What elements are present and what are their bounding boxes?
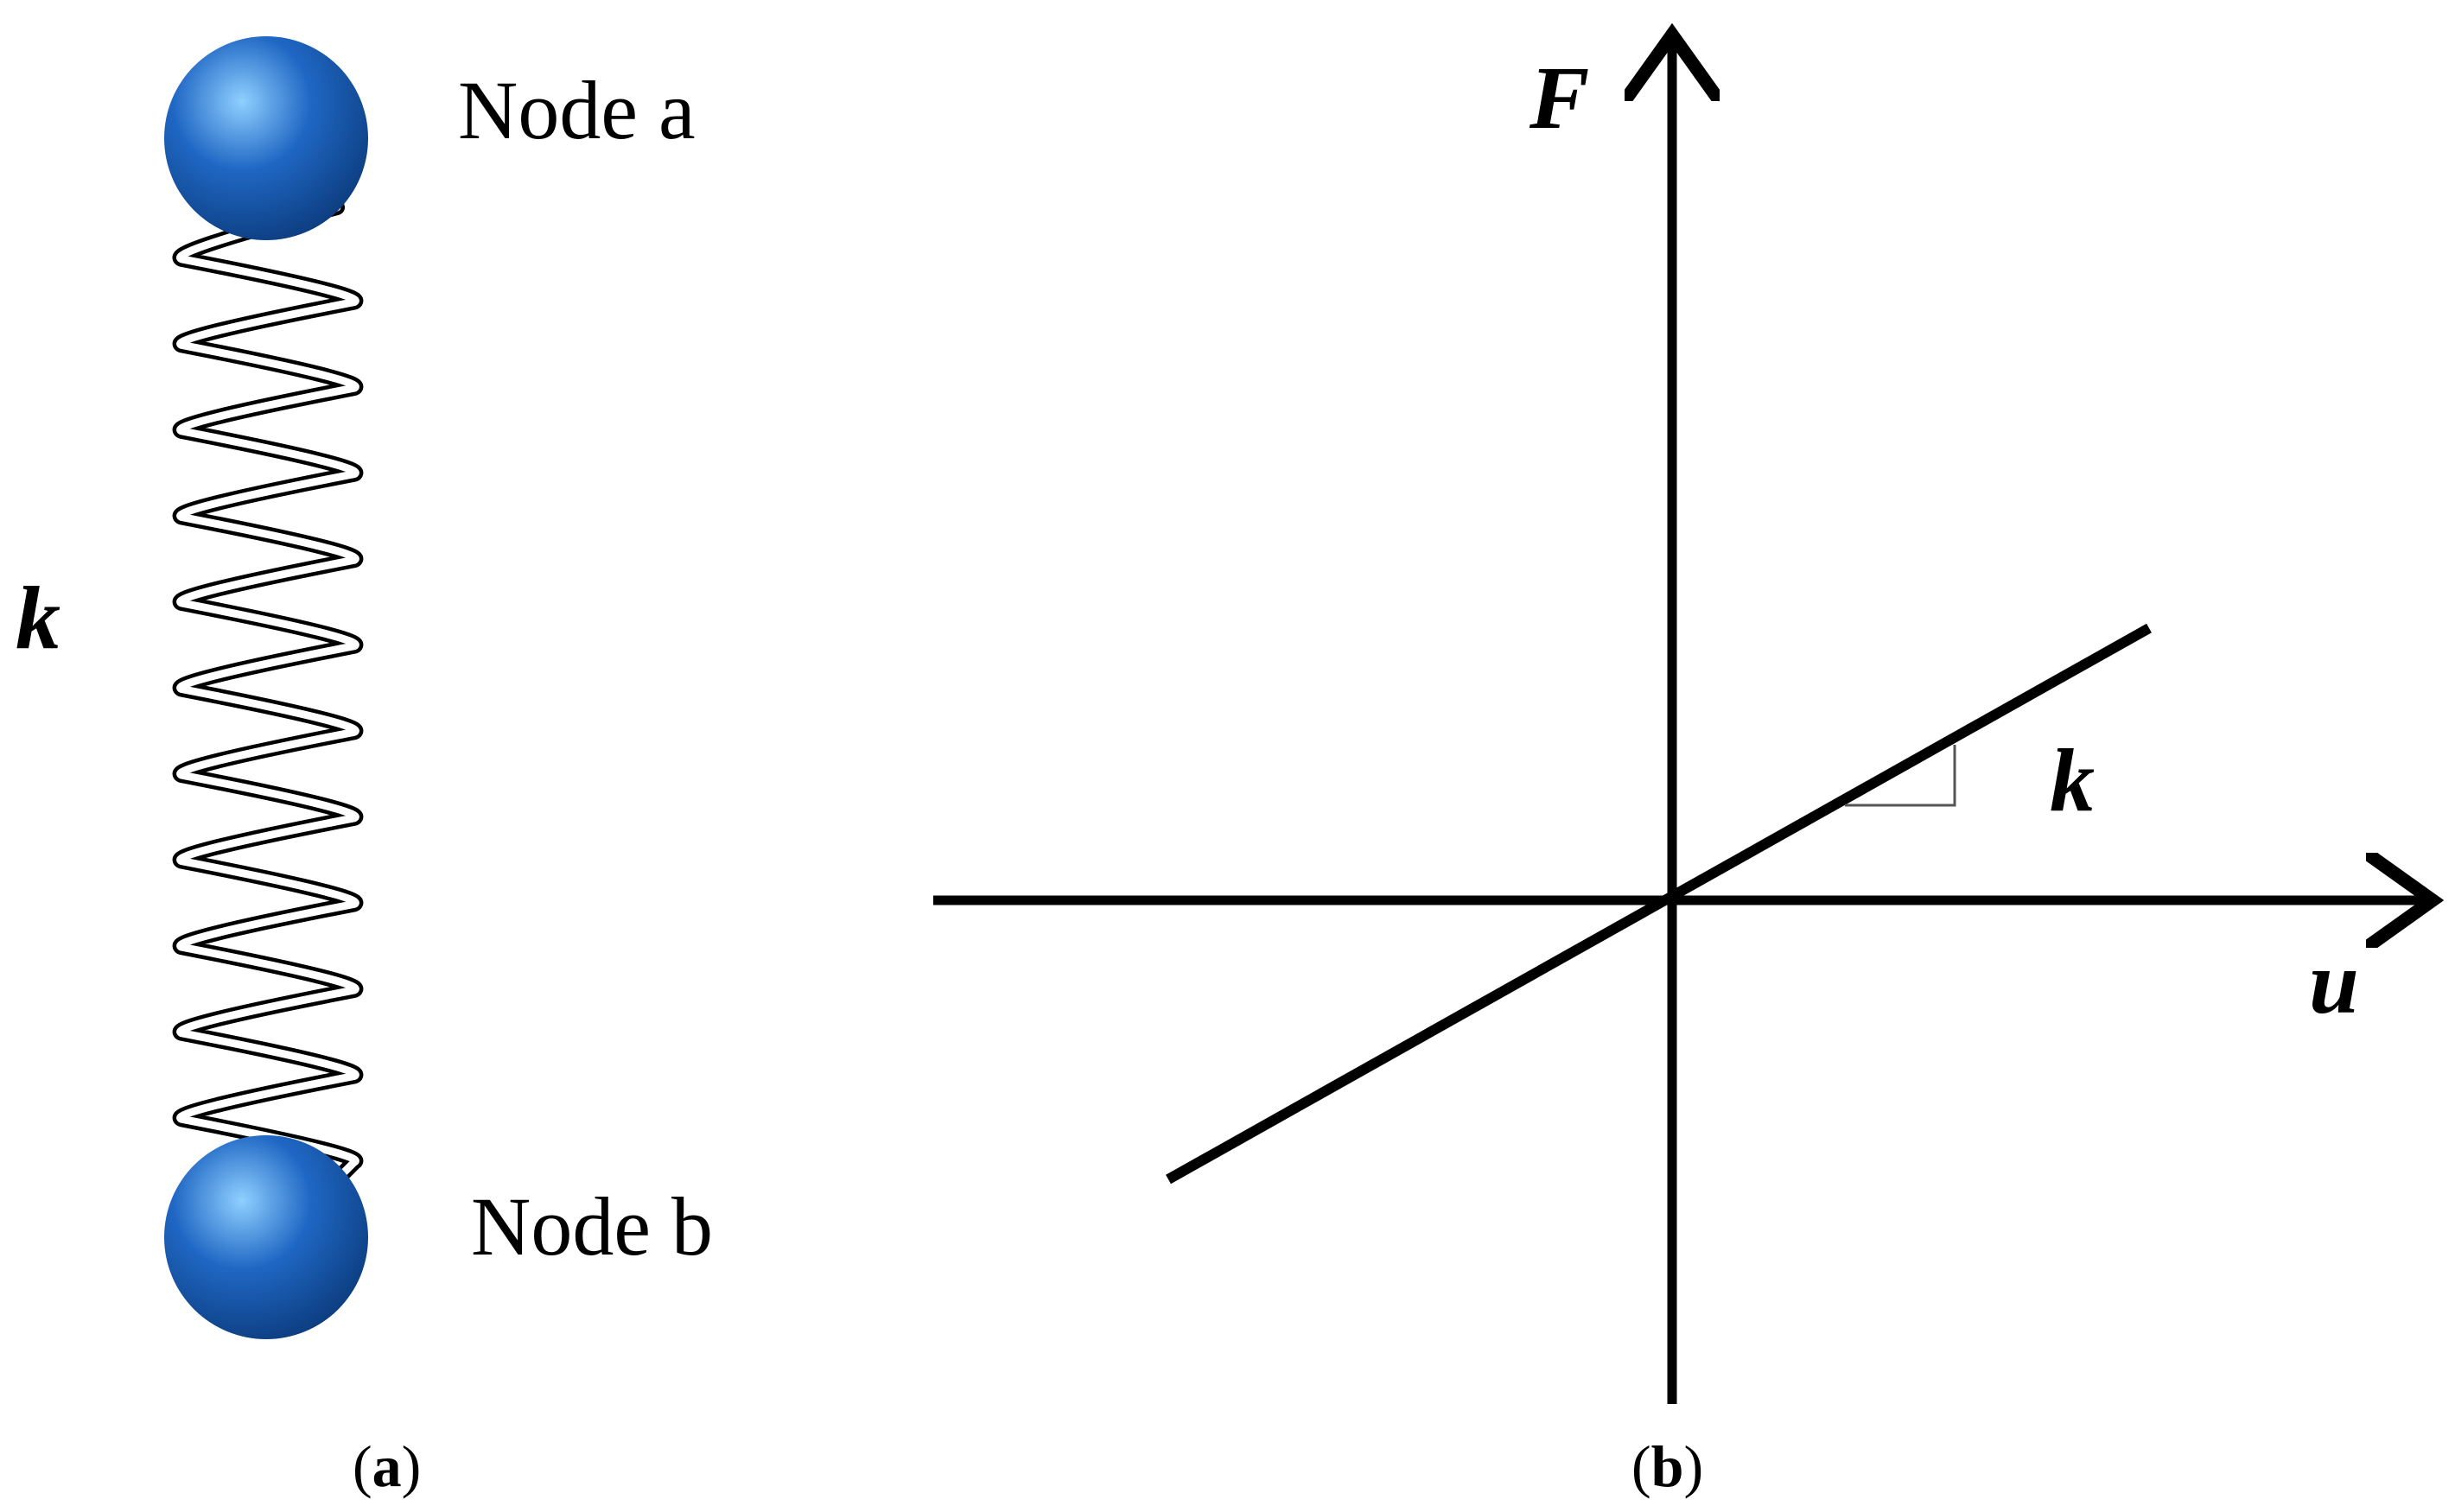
panel-b: F u k (b) bbox=[933, 35, 2433, 1499]
y-axis-label: F bbox=[1529, 48, 1589, 148]
slope-triangle bbox=[1845, 745, 1956, 807]
panel-b-caption-close: ) bbox=[1683, 1433, 1703, 1499]
force-displacement-line bbox=[1166, 623, 2152, 1185]
spring-stiffness-label: k bbox=[16, 569, 60, 668]
panel-a-caption: (a) bbox=[353, 1433, 421, 1499]
panel-a: Node a Node b k (a) bbox=[16, 36, 713, 1499]
panel-a-caption-letter: a bbox=[372, 1433, 402, 1499]
spring-coil-fill bbox=[176, 203, 359, 1184]
panel-b-caption: (b) bbox=[1631, 1433, 1703, 1499]
panel-a-caption-close: ) bbox=[402, 1433, 422, 1499]
panel-b-caption-open: ( bbox=[1631, 1433, 1651, 1499]
panel-b-caption-letter: b bbox=[1651, 1433, 1684, 1499]
node-a-label: Node a bbox=[458, 64, 696, 156]
panel-a-caption-open: ( bbox=[353, 1433, 372, 1499]
slope-label: k bbox=[2050, 731, 2095, 830]
node-b-sphere bbox=[164, 1135, 368, 1339]
node-a-sphere bbox=[164, 36, 368, 240]
spring-coil bbox=[172, 200, 364, 1187]
node-b-label: Node b bbox=[471, 1180, 713, 1273]
x-axis-label: u bbox=[2309, 933, 2359, 1032]
